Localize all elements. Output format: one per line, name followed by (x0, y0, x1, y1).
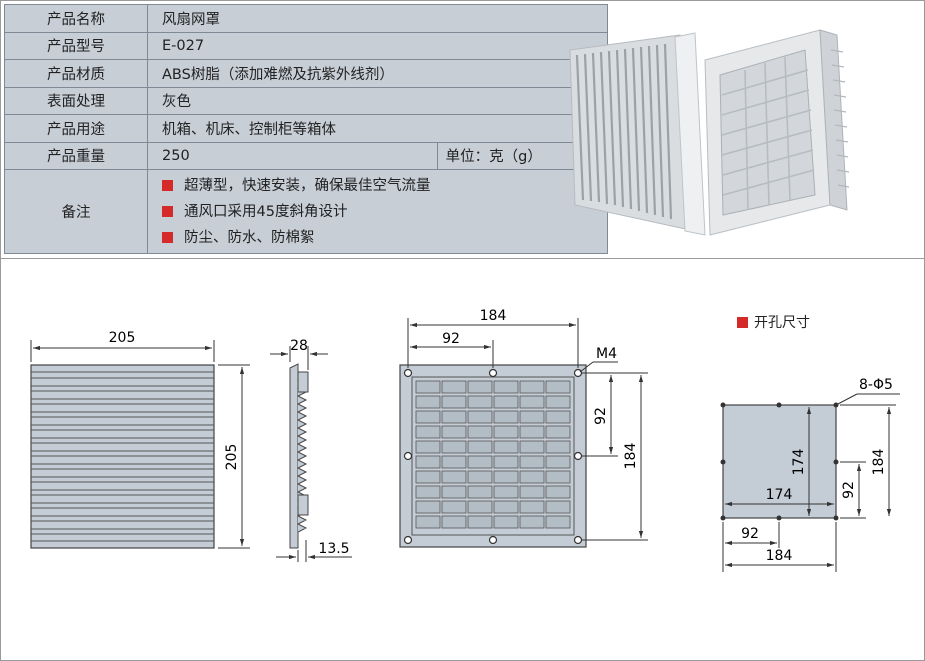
note-item: 超薄型，快速安装，确保最佳空气流量 (162, 173, 607, 199)
front-grille-image (569, 32, 706, 236)
front-view-drawing: 205 205 (30, 330, 250, 549)
back-view-drawing: 184 92 M4 92 184 (399, 308, 648, 548)
product-photo (569, 29, 850, 236)
spec-row: 产品名称 风扇网罩 (4, 4, 608, 33)
front-height-label: 205 (224, 444, 240, 471)
section-divider (0, 258, 925, 259)
notes-list: 超薄型，快速安装，确保最佳空气流量 通风口采用45度斜角设计 防尘、防水、防棉絮 (147, 169, 608, 254)
weight-value: 250 (147, 141, 438, 170)
spec-label: 产品用途 (4, 114, 148, 143)
note-item: 通风口采用45度斜角设计 (162, 199, 607, 225)
note-text: 通风口采用45度斜角设计 (184, 203, 348, 220)
spec-label: 产品型号 (4, 31, 148, 60)
bullet-square-icon (162, 180, 173, 191)
spec-label: 表面处理 (4, 86, 148, 115)
spec-label: 产品材质 (4, 59, 148, 88)
side-base-label: 13.5 (318, 541, 349, 557)
side-depth-label: 28 (290, 338, 308, 354)
cutout-inner-v-label: 174 (791, 449, 807, 476)
legend-square-icon (737, 316, 748, 328)
spec-value: E-027 (147, 31, 608, 60)
spec-label: 产品重量 (4, 141, 148, 170)
spec-row: 产品用途 机箱、机床、控制柜等箱体 (4, 114, 608, 143)
notes-label: 备注 (4, 169, 148, 254)
front-width-label: 205 (109, 330, 136, 346)
spec-value: 灰色 (147, 86, 608, 115)
back-frame-image (704, 29, 850, 236)
spec-label: 产品名称 (4, 4, 148, 33)
back-half-v-label: 92 (593, 407, 609, 425)
note-text: 超薄型，快速安装，确保最佳空气流量 (184, 177, 431, 194)
cutout-half-v-label: 92 (841, 481, 857, 499)
side-view-drawing: 28 13.5 (270, 338, 352, 562)
cutout-drawing: 8-Φ5 174 174 92 184 92 184 (720, 377, 900, 572)
cutout-outer-h-label: 184 (766, 548, 793, 564)
back-half-label: 92 (442, 331, 460, 347)
cutout-legend-label: 开孔尺寸 (754, 315, 810, 331)
spec-row: 表面处理 灰色 (4, 86, 608, 115)
back-screw-label: M4 (596, 346, 617, 362)
spec-row: 产品型号 E-027 (4, 31, 608, 60)
cutout-half-h-label: 92 (741, 526, 759, 542)
spec-row-notes: 备注 超薄型，快速安装，确保最佳空气流量 通风口采用45度斜角设计 防尘、防水、… (4, 169, 608, 254)
cutout-legend: 开孔尺寸 (737, 312, 810, 332)
technical-drawings: 205 205 28 13.5 (30, 308, 900, 572)
bullet-square-icon (162, 206, 173, 217)
cutout-holes-label: 8-Φ5 (859, 377, 893, 393)
note-item: 防尘、防水、防棉絮 (162, 225, 607, 251)
back-height-label: 184 (623, 443, 639, 470)
cutout-outer-v-label: 184 (871, 449, 887, 476)
back-width-label: 184 (480, 308, 507, 324)
bullet-square-icon (162, 232, 173, 243)
spec-value: 风扇网罩 (147, 4, 608, 33)
note-text: 防尘、防水、防棉絮 (184, 229, 315, 246)
spec-value: 机箱、机床、控制柜等箱体 (147, 114, 608, 143)
spec-table: 产品名称 风扇网罩 产品型号 E-027 产品材质 ABS树脂（添加难燃及抗紫外… (4, 4, 609, 254)
cutout-inner-h-label: 174 (766, 487, 793, 503)
